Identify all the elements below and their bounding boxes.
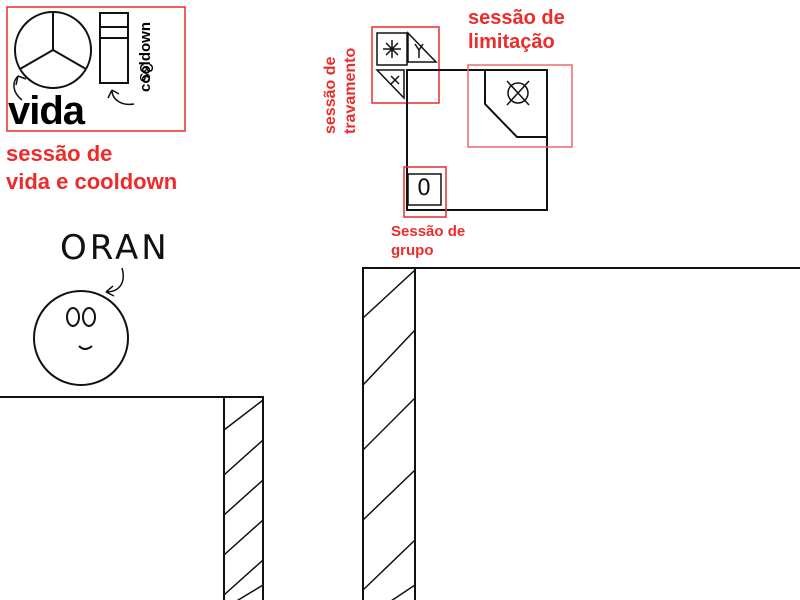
life-section-highlight [6,6,186,132]
limit-section-caption-line1: sessão de [468,7,565,29]
life-section-caption-line2: vida e cooldown [6,169,178,194]
limit-section-caption: sessão de limitação [468,6,565,54]
character-body [33,290,129,386]
ability-panel [406,69,548,211]
snowflake-slot[interactable] [376,32,408,66]
group-section [403,166,447,218]
x-icon [390,75,400,85]
cooldown-bar-icon [99,12,129,84]
left-platform [0,396,264,600]
life-label: vida [8,89,85,133]
x-slot[interactable] [375,69,405,100]
cooldown-value: 3s [136,63,156,83]
limit-section-highlight [467,64,573,148]
lock-section-caption-line2: travamento [342,47,359,134]
character-right-eye [82,307,96,327]
limit-section [467,64,573,148]
life-section-caption-line1: sessão de [6,141,113,166]
limit-corner-shape [484,70,547,138]
character-oran [33,290,129,386]
group-slot-label: 0 [417,176,431,201]
life-arrow-icon [13,75,27,101]
group-section-caption-line2: grupo [391,242,434,259]
lock-section [371,26,440,104]
y-slot[interactable] [407,31,438,63]
life-pie-icon [14,11,92,89]
character-name: ORAN [60,228,170,268]
life-section-caption: sessão de vida e cooldown [6,140,177,196]
name-arrow-icon [105,267,124,297]
cooldown-arrow-icon [107,89,135,106]
right-platform [362,267,800,600]
character-left-eye [66,307,80,327]
circle-x-icon[interactable] [506,80,530,106]
lock-section-caption-line1: sessão de [322,56,339,134]
character-mouth [78,345,93,350]
group-slot[interactable] [407,173,442,206]
group-section-caption-line1: Sessão de [391,223,466,240]
lock-section-highlight [371,26,440,104]
y-icon [414,43,424,58]
lock-section-caption: sessão de travamento [321,48,361,134]
life-cooldown-hud [6,6,186,132]
limit-section-caption-line2: limitação [468,31,555,53]
group-section-caption: Sessão de grupo [391,222,465,260]
group-section-highlight [403,166,447,218]
snowflake-icon [383,40,401,58]
